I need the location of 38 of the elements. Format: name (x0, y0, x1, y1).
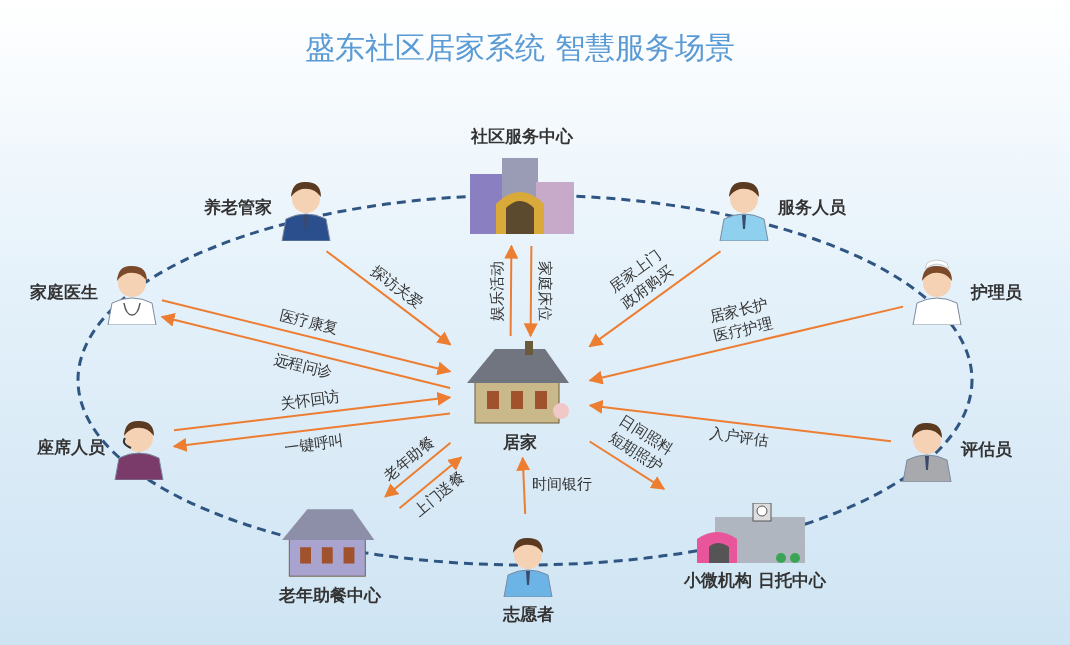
edge-label: 远程问诊 (270, 349, 335, 384)
arrow (325, 250, 452, 346)
arrow (160, 313, 452, 389)
arrow (588, 250, 722, 348)
edge-label: 医疗康复 (277, 305, 342, 340)
node-label: 养老管家 (203, 196, 272, 219)
edge-label: 时间银行 (530, 474, 593, 495)
edge-label: 居家长护医疗护理 (706, 293, 776, 347)
arrow (398, 456, 463, 510)
arrow (160, 299, 452, 376)
edge-label: 娱乐活动 (486, 259, 507, 323)
arrow (523, 245, 538, 338)
edge-label: 一键呼叫 (281, 430, 346, 458)
node-label: 护理员 (970, 280, 1022, 304)
arrow (588, 305, 905, 385)
title: 盛东社区居家系统 智慧服务场景 (304, 29, 736, 67)
edge-label: 探访关爱 (366, 260, 428, 314)
edge-label: 家庭床位 (534, 260, 555, 324)
arrow (588, 440, 666, 490)
edge-label: 关怀回访 (278, 386, 343, 414)
arrow (172, 412, 451, 452)
node-label: 服务人员 (777, 196, 846, 219)
edge-label: 日间照料短期照护 (604, 410, 678, 478)
node-label: 老年助餐中心 (279, 583, 381, 607)
node-label: 座席人员 (37, 435, 105, 459)
arrow (588, 399, 892, 443)
arrow (384, 441, 452, 498)
arrow (504, 244, 519, 337)
node-label: 评估员 (961, 437, 1012, 461)
node-label: 居家 (503, 430, 537, 454)
edge-label: 入户评估 (706, 423, 771, 451)
node-label: 家庭医生 (30, 280, 98, 304)
arrow (516, 456, 531, 515)
edge-label: 居家上门政府购买 (604, 245, 678, 315)
node-label: 志愿者 (502, 602, 554, 626)
arrow (173, 391, 452, 432)
node-label: 社区服务中心 (471, 124, 573, 148)
node-label: 小微机构 日托中心 (684, 568, 826, 592)
